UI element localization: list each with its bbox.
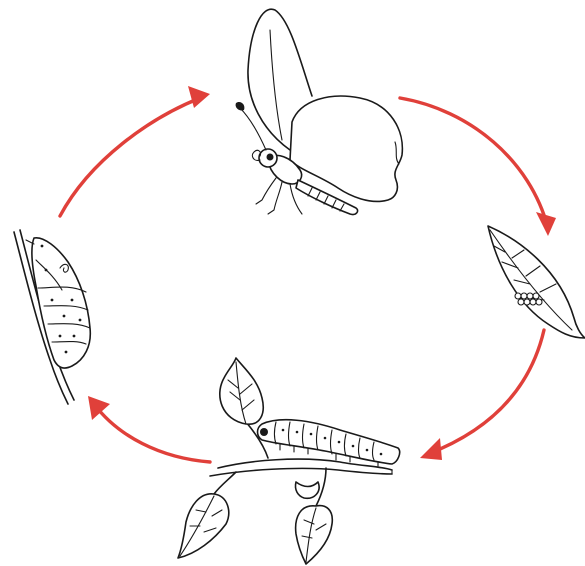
egg-cluster-icon (515, 293, 542, 305)
arrow-head (536, 212, 556, 236)
arrow-chrysalis-to-butterfly-icon (60, 86, 210, 216)
arrow-head (420, 438, 442, 460)
arrow-caterpillar-to-chrysalis-icon (88, 396, 210, 462)
arrow-butterfly-to-eggs-icon (400, 98, 556, 236)
arrow-shaft (60, 98, 200, 216)
leaf-with-eggs-icon (488, 226, 585, 338)
arrow-shaft (400, 98, 548, 228)
arrow-eggs-to-caterpillar-icon (420, 330, 544, 460)
arrow-head (188, 86, 210, 108)
arrow-shaft (428, 330, 544, 454)
arrow-shaft (94, 404, 210, 462)
butterfly-icon (236, 9, 403, 214)
chrysalis-icon (14, 230, 90, 404)
